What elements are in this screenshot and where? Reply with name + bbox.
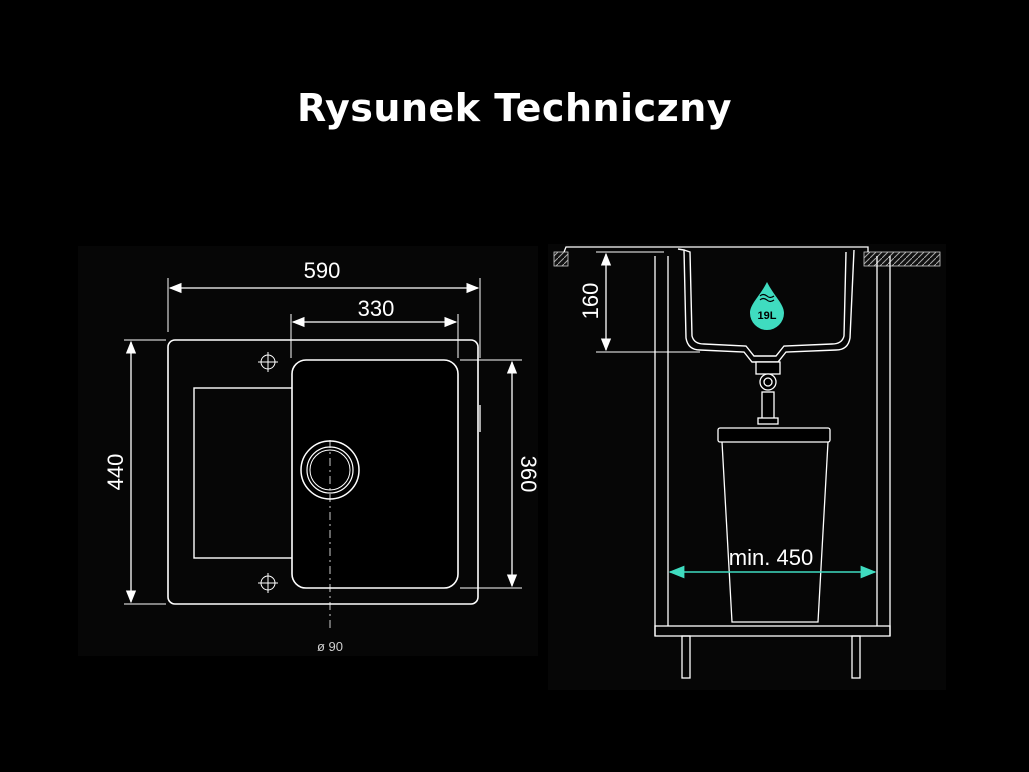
dim-width-bowl: 330 <box>358 296 395 321</box>
dim-height-bowl: 360 <box>516 456 541 493</box>
side-view: 160 19L min. 450 <box>548 244 946 690</box>
water-drop-icon: 19L <box>750 282 784 330</box>
top-view: 590 330 440 360 ø 90 <box>78 246 541 656</box>
dim-drain-diameter: ø 90 <box>317 639 343 654</box>
dim-cabinet-min-width: min. 450 <box>729 545 813 570</box>
cabinet <box>654 256 891 679</box>
waste-bin <box>717 427 831 623</box>
tap-hole-icon <box>258 352 278 593</box>
sink-profile <box>677 248 855 363</box>
sink-outline <box>167 339 479 605</box>
dim-depth: 160 <box>578 283 603 320</box>
countertop-right <box>863 251 941 267</box>
side-view-panel <box>548 244 946 690</box>
drain-pipe <box>755 361 781 425</box>
countertop-left <box>553 251 569 267</box>
sink-bowl <box>291 359 459 589</box>
dim-width-total: 590 <box>304 258 341 283</box>
dim-height-total: 440 <box>103 454 128 491</box>
page-title: Rysunek Techniczny <box>296 86 733 130</box>
capacity-badge: 19L <box>758 310 777 322</box>
